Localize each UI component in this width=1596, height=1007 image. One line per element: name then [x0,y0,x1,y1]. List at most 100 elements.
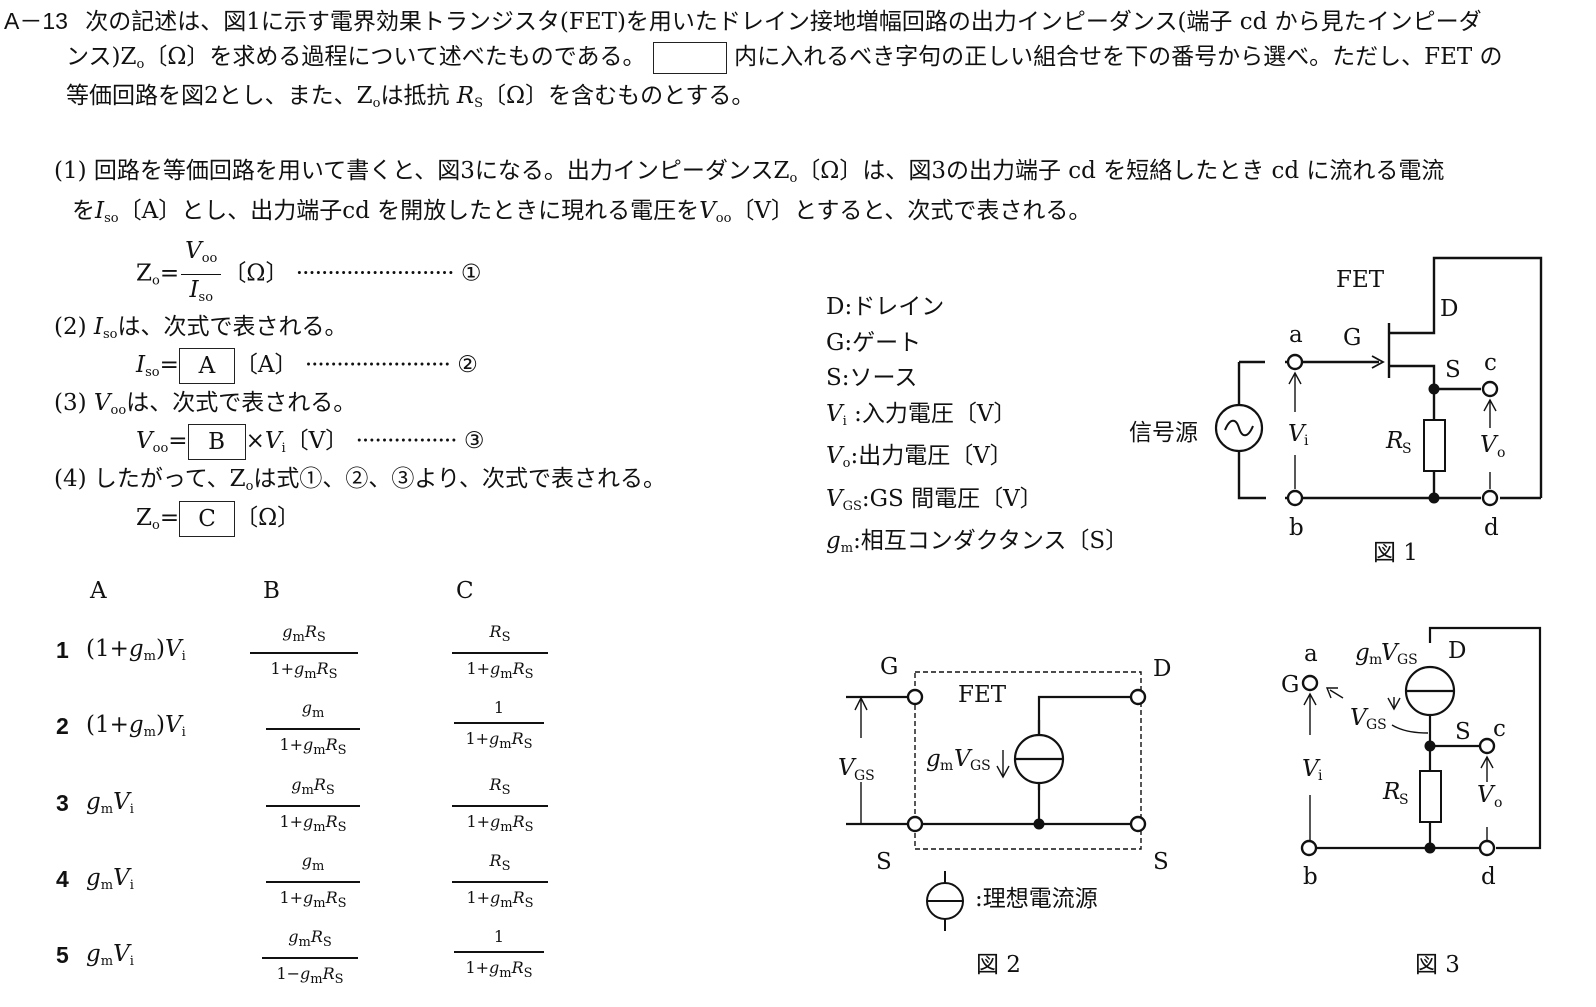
svg-text:FET: FET [958,682,1007,708]
svg-text:D: D [1440,296,1458,322]
equation-4: Zo=C〔Ω〕 [136,498,300,537]
step2-label: (2) Isoは、次式で表される。 [54,314,348,342]
equation-3: Voo=B×Vi〔V〕 ················ ③ [136,421,485,460]
svg-text:V: V [1350,705,1369,731]
svg-text:G: G [880,654,898,680]
legend-item: VGS:GS 間電圧〔V〕 [826,485,1043,514]
svg-text:b: b [1303,864,1318,890]
svg-text:V: V [1288,421,1307,447]
column-header-C: C [456,578,474,604]
blank-box-C: C [179,501,236,537]
svg-text:S: S [1153,849,1169,875]
svg-text:c: c [1493,716,1506,742]
svg-text:c: c [1484,350,1497,376]
svg-text:d: d [1481,864,1496,890]
terminal-d [1481,489,1499,507]
question-intro-line3: 等価回路を図2とし、また、Zoは抵抗 RS〔Ω〕を含むものとする。 [66,83,755,111]
step3-label: (3) Vooは、次式で表される。 [54,390,357,418]
svg-text:GS: GS [1366,717,1387,733]
terminal-c [1481,380,1499,398]
option-A-value: gmVi [86,789,134,817]
option-A-value: gmVi [86,865,134,893]
question-number: A－13 [4,8,68,34]
equation-2: Iso=A〔A〕 ······················· ② [136,345,478,384]
option-A-value: (1+gm)Vi [86,712,186,740]
svg-text:S: S [1402,441,1412,457]
option-A-value: gmVi [86,941,134,969]
svg-text:図 3: 図 3 [1415,952,1460,978]
blank-box-A: A [178,348,235,384]
svg-text::理想電流源: :理想電流源 [975,886,1098,912]
svg-text:a: a [1289,322,1303,348]
svg-text:GS: GS [854,768,875,784]
terminal-b [1286,489,1304,507]
svg-text:信号源: 信号源 [1129,420,1198,446]
option-A-value: (1+gm)Vi [86,636,186,664]
svg-text:i: i [1304,433,1309,449]
step1-line1: (1) 回路を等価回路を用いて書くと、図3になる。出力インピーダンスZo〔Ω〕は… [54,158,1445,186]
svg-text:g: g [926,746,941,772]
legend-item: G:ゲート [826,329,922,356]
terminal-b [1300,839,1318,857]
svg-text:V: V [1302,756,1321,782]
legend-item: Vo:出力電圧〔V〕 [826,443,1013,471]
current-source-icon [1404,665,1456,717]
svg-text:R: R [1385,428,1403,454]
svg-text:図 1: 図 1 [1373,540,1418,566]
svg-text:G: G [1281,672,1299,698]
svg-text:V: V [1381,640,1400,666]
svg-text:S: S [1399,792,1409,808]
symbol-legend: D:ドレイン G:ゲート S:ソース Vi :入力電圧〔V〕 Vo:出力電圧〔V… [826,290,1128,567]
svg-text:S: S [876,849,892,875]
current-source-icon [1013,733,1065,785]
svg-text:V: V [1480,432,1499,458]
svg-text:S: S [1455,719,1471,745]
terminal-a [1286,353,1304,371]
svg-text:R: R [1382,779,1400,805]
question-intro-line2: ンス)Zo〔Ω〕を求める過程について述べたものである。 内に入れるべき字句の正し… [66,42,1503,74]
svg-text:GS: GS [970,758,991,774]
step4-label: (4) したがって、Zoは式①、②、③より、次式で表される。 [54,466,667,494]
terminal-d [1478,839,1496,857]
svg-text:図 2: 図 2 [976,952,1021,978]
svg-text:o: o [1494,795,1502,811]
ideal-current-source-legend-icon [926,871,964,931]
fet-boundary [914,671,1142,850]
legend-item: Vi :入力電圧〔V〕 [826,400,1017,429]
column-header-B: B [263,578,280,604]
step1-line2: をIso〔A〕とし、出力端子cd を開放したときに現れる電圧をVoo〔V〕とする… [72,198,1092,226]
svg-text:i: i [1318,768,1323,784]
svg-text:GS: GS [1397,652,1418,668]
svg-text:d: d [1484,515,1499,541]
terminal-c [1478,737,1496,755]
blank-box [652,42,727,74]
svg-text:D: D [1448,638,1466,664]
legend-item: S:ソース [826,365,918,391]
svg-text:b: b [1289,515,1304,541]
svg-text:FET: FET [1336,267,1385,293]
svg-text:V: V [954,746,973,772]
svg-text:D: D [1153,656,1171,682]
svg-text:V: V [838,755,857,781]
legend-item: D:ドレイン [826,294,945,320]
svg-text:o: o [1497,445,1505,461]
svg-text:m: m [940,758,953,774]
terminal-a [1301,674,1319,692]
svg-text:G: G [1343,325,1361,351]
svg-text:a: a [1304,641,1318,667]
svg-text:g: g [1355,640,1370,666]
